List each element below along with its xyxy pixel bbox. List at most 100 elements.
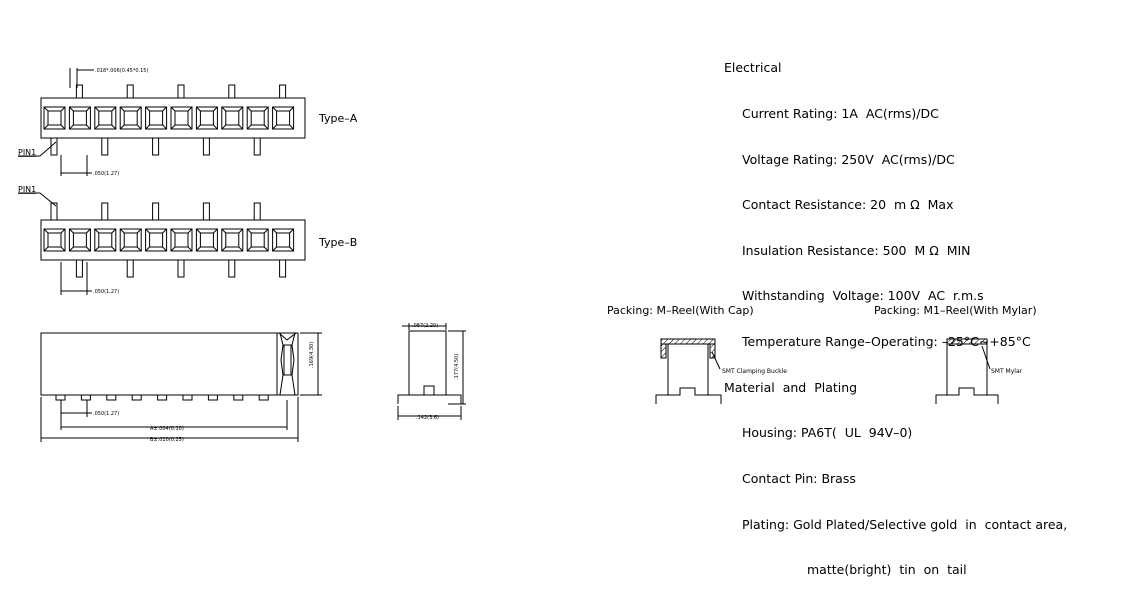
contact-cell	[43, 228, 66, 252]
contact-edge	[196, 124, 201, 130]
contact-edge	[221, 246, 227, 252]
contact-edge	[170, 228, 176, 234]
packing-m1-title: Packing: M1–Reel(With Mylar)	[874, 304, 1037, 317]
contact-edge	[187, 124, 193, 130]
contact-cell	[221, 228, 244, 252]
contact-edge	[162, 228, 167, 234]
contact-inner	[174, 110, 189, 126]
contact-edge	[86, 124, 91, 130]
contact-inner	[276, 110, 291, 126]
contact-edge	[221, 124, 227, 130]
contact-edge	[289, 124, 294, 130]
contact-edge	[69, 246, 74, 252]
contact-inner	[250, 110, 265, 126]
pin	[253, 202, 261, 221]
pin	[202, 202, 210, 221]
contact-edge	[60, 106, 66, 112]
contact-inner	[149, 232, 164, 248]
contact-inner	[149, 110, 164, 126]
dim-pin-width-label: .018*.006(0.45*0.15)	[95, 68, 148, 74]
pin	[279, 84, 287, 99]
contact-edge	[119, 228, 125, 234]
front-pins	[55, 394, 269, 401]
contact-edge	[289, 106, 294, 112]
contact-edge	[145, 246, 150, 252]
front-pin	[55, 394, 66, 401]
contact-edge	[119, 246, 125, 252]
contact-edge	[69, 228, 74, 234]
contact-cell	[68, 228, 91, 252]
contact-cell	[94, 106, 117, 130]
contact-cell	[119, 228, 142, 252]
contact-edge	[196, 106, 201, 112]
contact-edge	[246, 124, 252, 130]
contact-edge	[43, 246, 49, 252]
contact-inner	[123, 232, 138, 248]
pin	[279, 259, 287, 278]
contact-edge	[272, 106, 277, 112]
contact-inner	[72, 110, 87, 126]
contact-edge	[263, 228, 269, 234]
packing-m1-note: SMT Mylar	[991, 368, 1023, 375]
plating: Plating: Gold Plated/Selective gold in c…	[742, 516, 1068, 532]
current-rating: Current Rating: 1A AC(rms)/DC	[742, 106, 939, 122]
contact-cell	[246, 106, 269, 130]
contact-cell	[119, 106, 142, 130]
pin	[152, 137, 160, 156]
contact-inner	[225, 110, 240, 126]
specification-block: Electrical Current Rating: 1A AC(rms)/DC…	[724, 30, 1067, 593]
contact-cell	[195, 106, 218, 130]
front-pin	[233, 394, 244, 401]
contact-edge	[213, 106, 218, 112]
contact-edge	[94, 124, 100, 130]
contact-pin: Contact Pin: Brass	[742, 470, 856, 486]
front-pin	[106, 394, 117, 401]
contact-edge	[263, 124, 269, 130]
pin	[177, 84, 185, 99]
contact-edge	[94, 228, 100, 234]
contact-edge	[162, 106, 167, 112]
type-b-bottom-pins	[75, 259, 287, 278]
front-pin	[80, 394, 91, 401]
contact-inner	[199, 232, 214, 248]
pin1-label-b: PIN1	[18, 185, 36, 194]
contact-edge	[187, 246, 193, 252]
temperature-range: Temperature Range–Operating: –25°C∼+85°C	[742, 334, 1031, 350]
contact-edge	[187, 106, 193, 112]
contact-edge	[145, 106, 150, 112]
contact-inner	[199, 110, 214, 126]
dim-pitch-label-b: .050(1.27)	[93, 289, 119, 295]
contact-edge	[187, 228, 193, 234]
contact-edge	[162, 246, 167, 252]
contact-edge	[136, 124, 142, 130]
contact-edge	[162, 124, 167, 130]
contact-edge	[238, 106, 244, 112]
contact-edge	[263, 246, 269, 252]
contact-inner	[276, 232, 291, 248]
contact-edge	[111, 246, 117, 252]
pin	[152, 202, 160, 221]
contact-edge	[289, 246, 294, 252]
front-pin	[157, 394, 168, 401]
contact-edge	[170, 124, 176, 130]
contact-cell	[170, 106, 193, 130]
side-view	[397, 323, 466, 420]
insulation-resistance: Insulation Resistance: 500 M Ω MIN	[742, 242, 971, 258]
packing-m-title: Packing: M–Reel(With Cap)	[607, 304, 754, 317]
contact-inner	[98, 110, 113, 126]
dim-pitch-label-front: .050(1.27)	[93, 411, 119, 417]
type-b-label: Type–B	[318, 236, 357, 249]
contact-edge	[272, 228, 277, 234]
contact-edge	[221, 106, 227, 112]
type-a-housing	[40, 97, 306, 139]
contact-edge	[94, 246, 100, 252]
contact-edge	[136, 106, 142, 112]
contact-edge	[213, 124, 218, 130]
dim-side-bottom-label: .142(3.6)	[416, 415, 439, 421]
material-heading: Material and Plating	[724, 379, 858, 395]
contact-edge	[136, 228, 142, 234]
contact-cell	[246, 228, 269, 252]
connector-drawing: .018*.006(0.45*0.15) Type–A PIN1 .050(1.…	[18, 68, 1037, 443]
contact-cell	[43, 106, 66, 130]
type-a-label: Type–A	[318, 112, 358, 125]
